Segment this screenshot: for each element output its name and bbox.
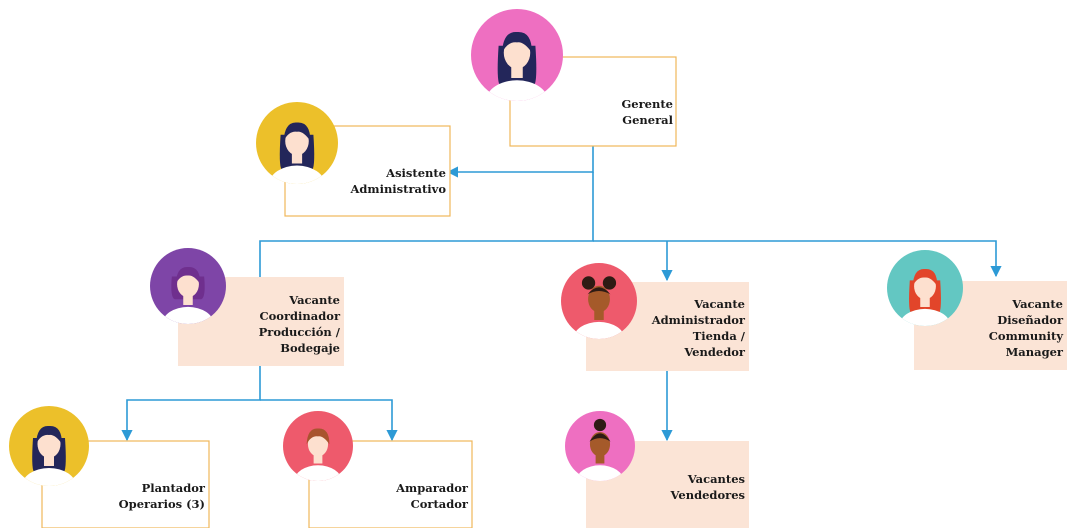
avatar-vendedores: [565, 411, 635, 481]
avatar-asistente: [256, 102, 338, 184]
label-asistente: Asistente Administrativo: [350, 166, 446, 196]
avatar-amparador: [283, 411, 353, 481]
label-plantador: Plantador Operarios (3): [118, 481, 205, 511]
box-gerente: [509, 56, 677, 147]
label-vendedores: Vacantes Vendedores: [670, 472, 745, 502]
connector-line-3: [593, 240, 1002, 278]
label-coordinador: Vacante Coordinador Producción / Bodegaj…: [258, 293, 340, 355]
connector-line-2: [259, 172, 594, 277]
connector-line-1: [446, 146, 594, 178]
avatars: [9, 9, 963, 486]
label-amparador: Amparador Cortador: [396, 481, 468, 511]
avatar-admin-tienda: [561, 263, 637, 339]
connector-lines: [121, 146, 1002, 442]
avatar-plantador: [9, 406, 89, 486]
label-gerente: Gerente General: [621, 97, 673, 127]
avatar-coordinador: [150, 248, 226, 324]
connector-line-6: [260, 399, 398, 442]
label-disenador: Vacante Diseñador Community Manager: [988, 297, 1063, 359]
avatar-gerente: [471, 9, 563, 101]
avatar-disenador: [887, 250, 963, 326]
label-admin-tienda: Vacante Administrador Tienda / Vendedor: [651, 297, 745, 359]
connector-line-5: [121, 366, 261, 442]
